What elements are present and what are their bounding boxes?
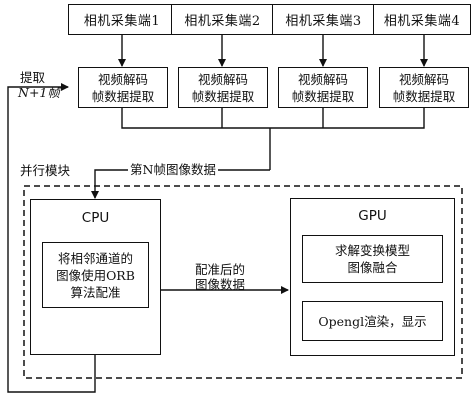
frame-data-label: 第N帧图像数据 bbox=[128, 162, 218, 177]
camera-box-2: 相机采集端2 bbox=[171, 4, 274, 35]
gpu-task2-box: Opengl渲染，显示 bbox=[302, 301, 443, 341]
gpu-task2-label: Opengl渲染，显示 bbox=[318, 313, 427, 329]
camera-label-2: 相机采集端2 bbox=[184, 14, 261, 29]
cpu-task-line1: 将相邻通道的 bbox=[57, 250, 133, 266]
decoder-3-line2: 帧数据提取 bbox=[291, 88, 355, 104]
feedback-arrow bbox=[7, 83, 96, 393]
decoder-1-line2: 帧数据提取 bbox=[91, 88, 155, 104]
parallel-module-border bbox=[23, 185, 463, 379]
merge-line bbox=[121, 108, 425, 129]
transfer-label-line1: 配准后的 bbox=[195, 262, 246, 277]
cpu-task-box: 将相邻通道的 图像使用ORB 算法配准 bbox=[42, 242, 149, 308]
camera-label-3: 相机采集端3 bbox=[285, 14, 362, 29]
gpu-task1-box: 求解变换模型 图像融合 bbox=[302, 235, 443, 283]
transfer-label-line2: 图像数据 bbox=[195, 277, 246, 292]
decoder-3-line1: 视频解码 bbox=[297, 71, 348, 87]
cpu-box: CPU 将相邻通道的 图像使用ORB 算法配准 bbox=[30, 199, 161, 355]
cpu-task-line2: 图像使用ORB bbox=[56, 267, 135, 283]
camera-box-4: 相机采集端4 bbox=[373, 4, 471, 35]
decoder-4-line1: 视频解码 bbox=[398, 71, 449, 87]
feedback-label: 提取 N+1帧 bbox=[18, 70, 60, 100]
decoder-box-3: 视频解码 帧数据提取 bbox=[278, 67, 368, 108]
decoder-box-4: 视频解码 帧数据提取 bbox=[379, 67, 469, 108]
transfer-label: 配准后的 图像数据 bbox=[195, 262, 245, 292]
gpu-task1-line1: 求解变换模型 bbox=[334, 243, 410, 258]
camera-box-3: 相机采集端3 bbox=[272, 4, 375, 35]
decoder-2-line1: 视频解码 bbox=[197, 71, 248, 87]
cpu-title: CPU bbox=[81, 210, 110, 226]
feedback-label-line2: N+1帧 bbox=[18, 85, 60, 100]
camera-box-1: 相机采集端1 bbox=[68, 4, 176, 35]
gpu-box: GPU 求解变换模型 图像融合 Opengl渲染，显示 bbox=[290, 198, 455, 356]
decoder-4-line2: 帧数据提取 bbox=[392, 88, 456, 104]
cpu-task-line3: 算法配准 bbox=[70, 284, 121, 300]
parallel-module-label: 并行模块 bbox=[20, 163, 71, 178]
camera-label-1: 相机采集端1 bbox=[83, 14, 161, 29]
gpu-title: GPU bbox=[358, 208, 387, 224]
camera-label-4: 相机采集端4 bbox=[383, 14, 461, 29]
decoder-1-line1: 视频解码 bbox=[97, 71, 148, 87]
gpu-task1-line2: 图像融合 bbox=[347, 260, 398, 275]
decoder-box-2: 视频解码 帧数据提取 bbox=[178, 67, 268, 108]
decoder-box-1: 视频解码 帧数据提取 bbox=[78, 67, 168, 108]
feedback-label-line1: 提取 bbox=[20, 70, 46, 85]
decoder-2-line2: 帧数据提取 bbox=[191, 88, 255, 104]
